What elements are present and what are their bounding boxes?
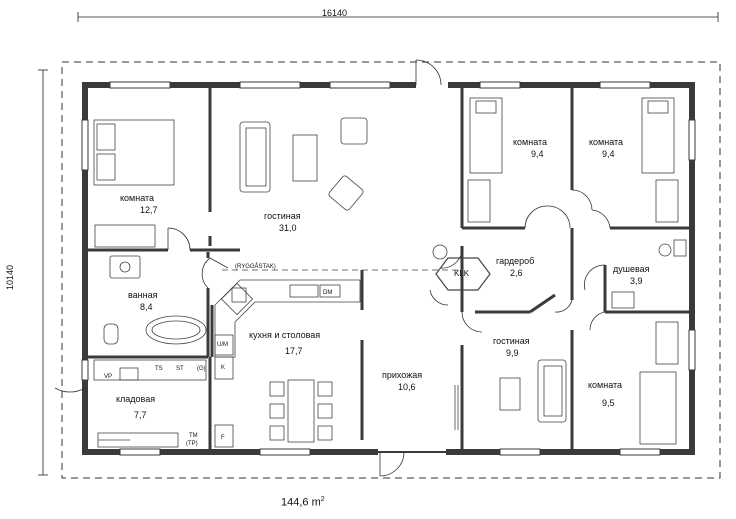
ryggastak-label: (RYGGÅSTAK) [235, 264, 276, 270]
doors [54, 59, 611, 477]
room-bedroom-top1-area: 9,4 [531, 149, 544, 159]
k-label: K [221, 365, 226, 371]
kitchen-counters [214, 279, 361, 448]
room-bathroom-name: ванная [128, 290, 158, 300]
height-dimension: 10140 [5, 264, 15, 290]
storage-fixtures [93, 359, 207, 448]
st-label: ST [176, 366, 184, 372]
dining-table [269, 379, 333, 443]
room-wardrobe-area: 2,6 [510, 268, 523, 278]
room-hall-area: 10,6 [398, 382, 416, 392]
interior-walls [88, 88, 690, 450]
dimension-line-width [77, 12, 719, 22]
room-bedroom-top2-area: 9,4 [602, 149, 615, 159]
room-bedroom-left-name: комната [120, 193, 155, 203]
tp-label: (TP) [186, 441, 198, 447]
room-living-small-area: 9,9 [506, 348, 519, 358]
room-living-main-name: гостиная [264, 211, 301, 221]
room-bedroom-top2-name: комната [589, 137, 624, 147]
total-area-value: 144,6 m [281, 496, 321, 509]
room-living-main-area: 31,0 [279, 223, 297, 233]
room-shower-area: 3,9 [630, 276, 643, 286]
room-bedroom-right-name: комната [588, 380, 623, 390]
room-bedroom-right-area: 9,5 [602, 398, 615, 408]
room-hall-name: прихожая [382, 370, 423, 380]
room-bathroom-area: 8,4 [140, 302, 153, 312]
shower-fixtures [611, 239, 687, 309]
dimension-line-height [38, 69, 48, 476]
klk-box [435, 257, 491, 291]
wardrobe-fixture [432, 244, 448, 260]
room-storage-area: 7,7 [134, 410, 147, 420]
room-living-small-name: гостиная [493, 336, 530, 346]
width-dimension: 16140 [322, 8, 348, 18]
room-kitchen-area: 17,7 [285, 346, 303, 356]
dm-label: DM [323, 290, 333, 296]
living-furniture [239, 117, 368, 211]
bathroom-fixtures [103, 255, 254, 345]
room-bedroom-top1-name: комната [513, 137, 548, 147]
total-area: 144,6 m2 [281, 496, 325, 509]
room-bedroom-left-area: 12,7 [140, 205, 158, 215]
klk-label: KLK [454, 269, 470, 278]
windows [81, 81, 696, 456]
room-shower-name: душевая [613, 264, 650, 274]
total-area-unit-sup: 2 [320, 496, 325, 503]
ts-label: TS [155, 366, 163, 372]
beds-top [467, 97, 679, 223]
f-label: F [221, 435, 225, 441]
room-wardrobe-name: гардероб [496, 256, 535, 266]
roof-outline [61, 61, 721, 479]
tm-label: TM [189, 433, 198, 439]
room-storage-name: кладовая [116, 394, 156, 404]
bed-left [93, 119, 175, 248]
g-label: (G) [197, 366, 206, 372]
um-label: U/M [217, 342, 228, 348]
living-small-furniture [454, 321, 679, 445]
vp-label: VP [104, 374, 113, 380]
room-kitchen-name: кухня и столовая [249, 330, 321, 340]
